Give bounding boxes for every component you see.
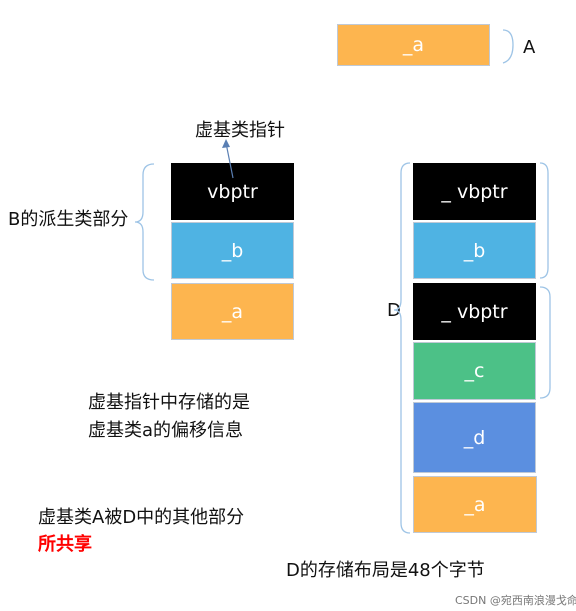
b-derived-part-label: B的派生类部分 — [8, 209, 129, 230]
b-base-a-text: _a — [221, 300, 244, 323]
b-member-text: _b — [221, 239, 244, 262]
d-b-member-box: _b — [413, 222, 536, 279]
a-bracket — [502, 29, 514, 64]
d-c-member-text: _c — [464, 360, 485, 382]
class-a-label: A — [523, 37, 536, 58]
b-base-a-box: _a — [171, 283, 294, 340]
b-derived-bracket — [134, 163, 155, 281]
vptr-arrow — [225, 142, 234, 179]
note-offset-line2: 虚基类a的偏移信息 — [88, 420, 244, 441]
d-b-member-text: _b — [463, 239, 486, 262]
vptr-arrow-head — [222, 139, 230, 148]
note-shared-line1: 虚基类A被D中的其他部分 — [38, 507, 245, 528]
d-d-member-box: _d — [413, 402, 536, 473]
d-size-note: D的存储布局是48个字节 — [286, 560, 485, 581]
d-base-a-box: _a — [413, 476, 537, 533]
watermark: CSDN @宛西南浪漫戈命 — [455, 594, 576, 607]
note-offset-line1: 虚基指针中存储的是 — [88, 392, 250, 413]
class-a-box: _a — [337, 24, 490, 66]
d-bracket — [393, 162, 411, 534]
class-a-member: _a — [402, 34, 425, 56]
d-label: D — [387, 300, 401, 321]
d-vbptr-b-box: _ vbptr — [413, 163, 536, 220]
d-c-member-box: _c — [413, 342, 536, 400]
d-vbptr-c-box: _ vbptr — [413, 283, 536, 340]
note-shared-line2: 所共享 — [38, 534, 92, 555]
b-vbptr-text: vbptr — [207, 180, 258, 203]
d-vbptr-b-text: _ vbptr — [441, 180, 508, 203]
d-vbptr-c-text: _ vbptr — [441, 300, 508, 323]
vptr-pointer-label: 虚基类指针 — [195, 120, 285, 141]
d-b-part-bracket — [539, 162, 549, 279]
d-d-member-text: _d — [463, 426, 486, 449]
d-c-part-bracket — [539, 286, 551, 399]
d-base-a-text: _a — [464, 493, 486, 516]
b-member-box: _b — [171, 222, 294, 279]
